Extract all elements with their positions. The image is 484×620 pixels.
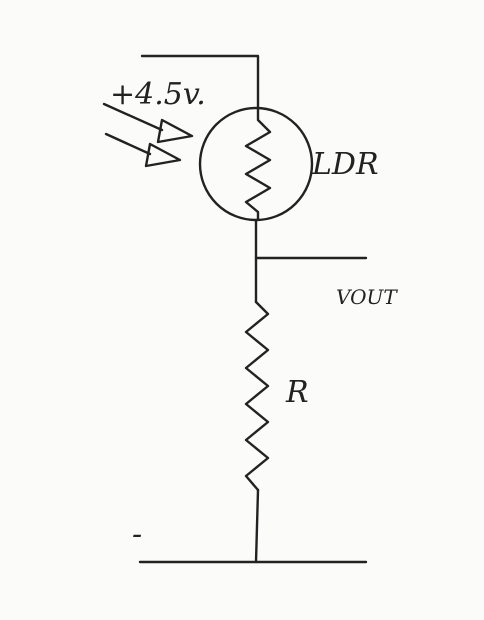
ldr-circle	[198, 106, 314, 222]
resistor-to-ground-wire	[254, 488, 260, 564]
supply-rail-wire	[140, 54, 260, 110]
supply-voltage-label: +4.5v.	[110, 77, 206, 112]
light-arrow-icon-2	[104, 132, 182, 168]
resistor-label: R	[285, 375, 309, 410]
vout-label: VOUT	[336, 285, 398, 309]
ground-label: -	[132, 517, 142, 552]
ldr-zigzag	[244, 106, 272, 222]
ldr-label: LDR	[311, 147, 379, 182]
resistor-zigzag	[244, 300, 270, 492]
light-arrow-icon	[102, 102, 194, 144]
